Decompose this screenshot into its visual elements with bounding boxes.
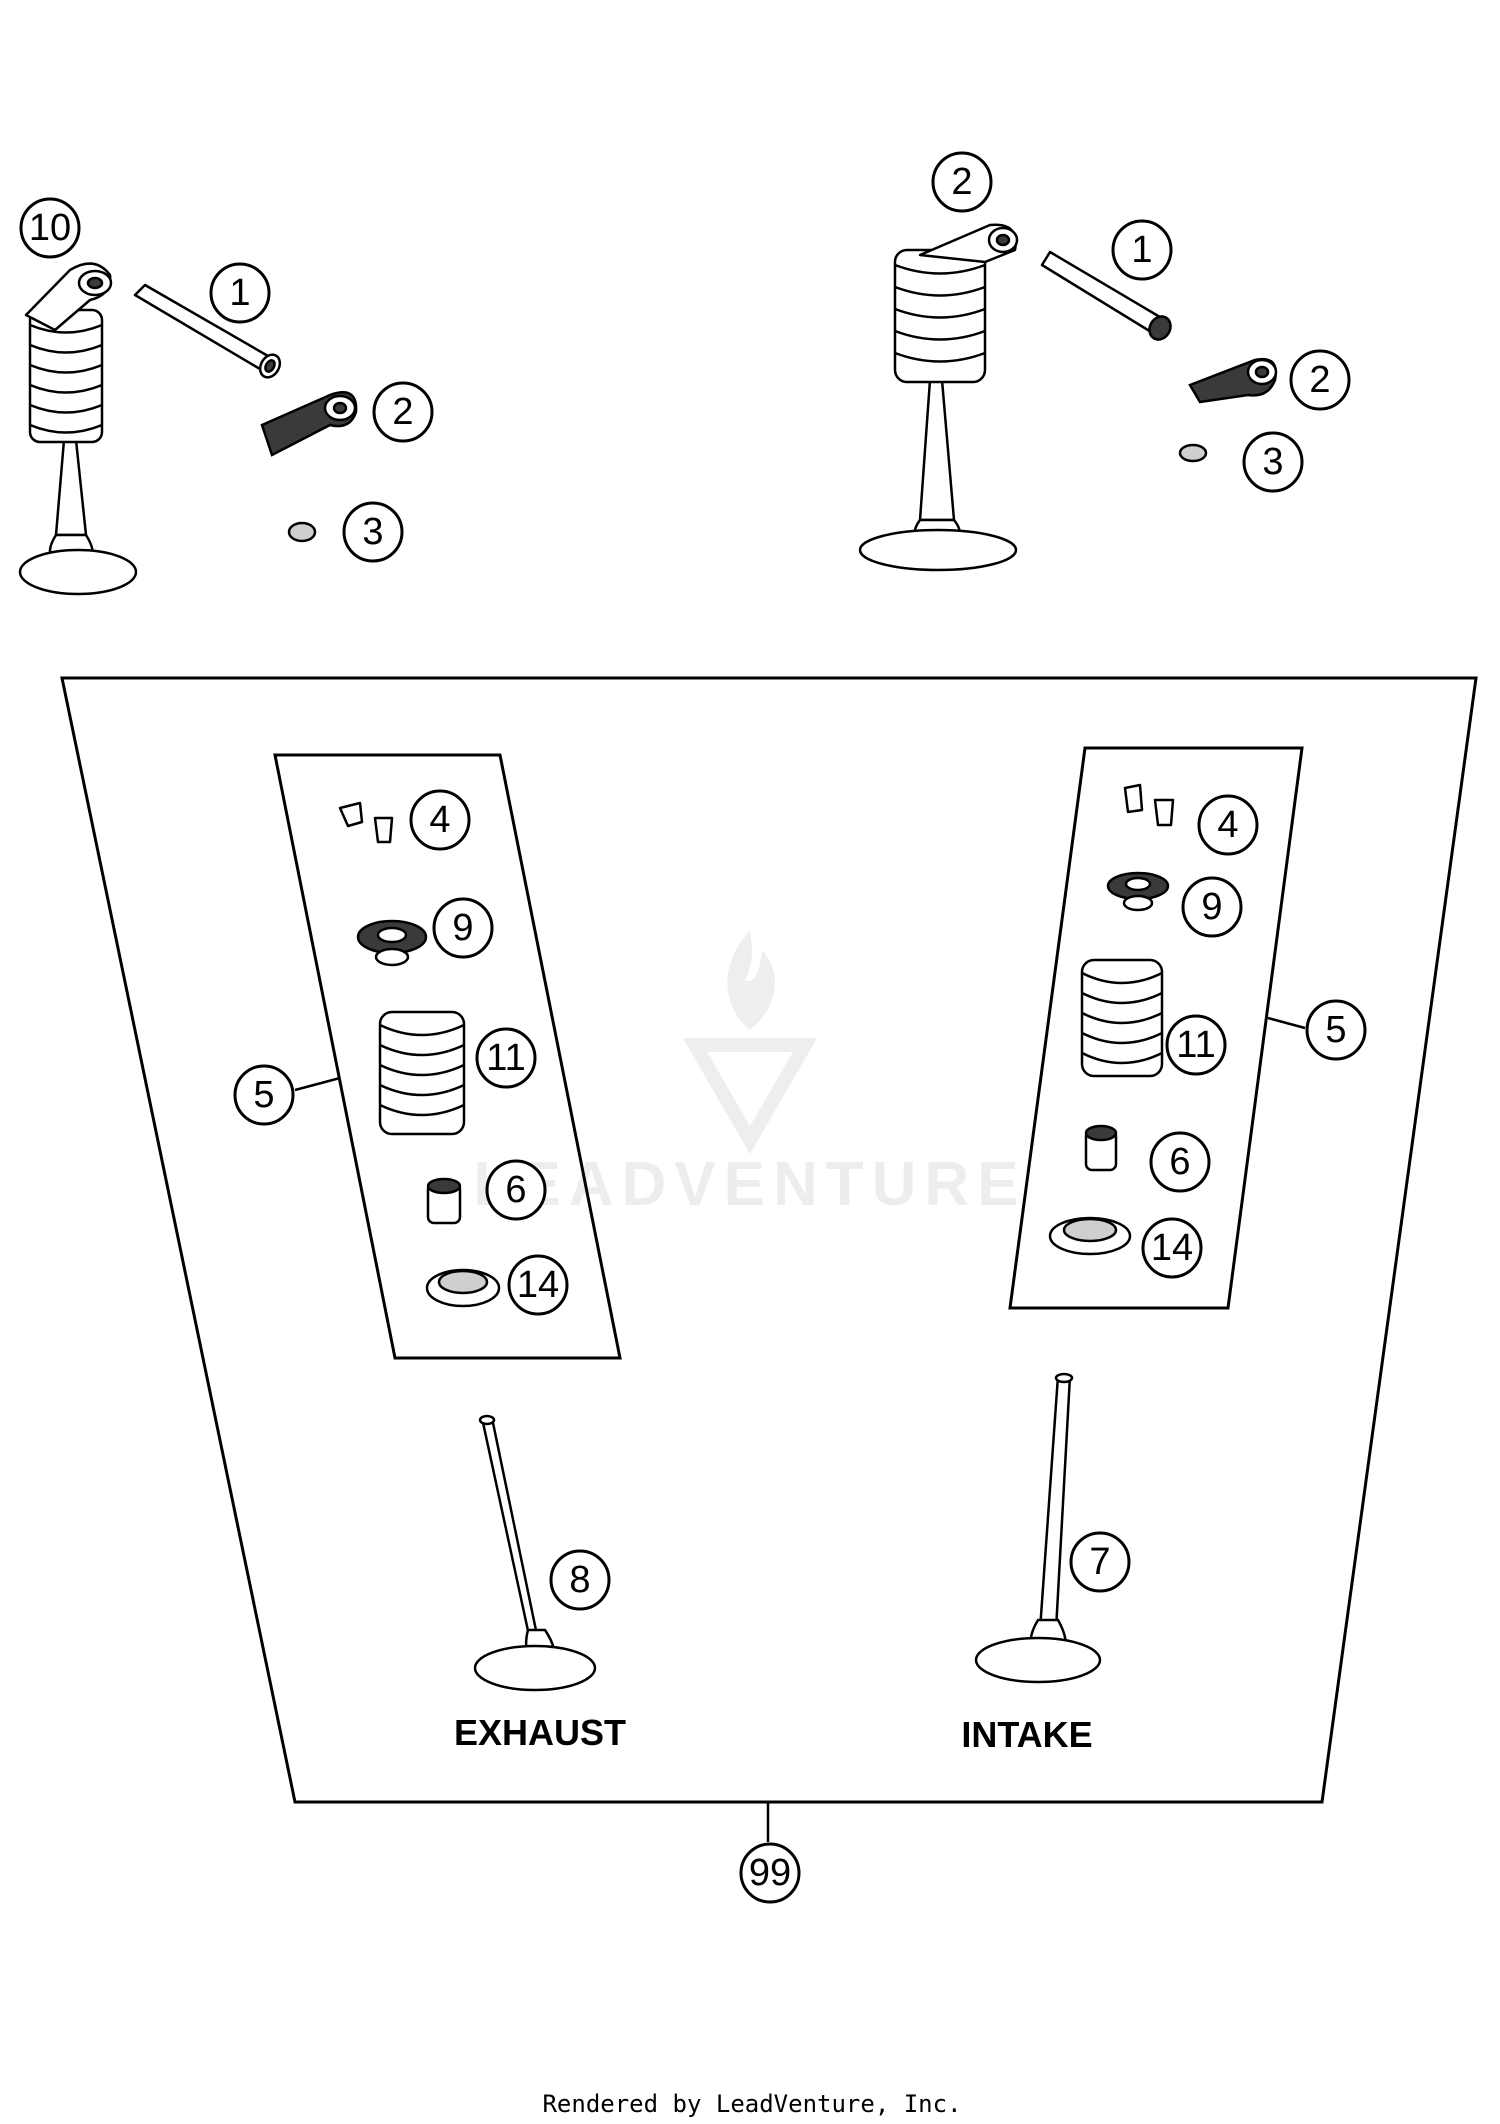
svg-text:9: 9 <box>452 907 473 949</box>
exhaust-label: EXHAUST <box>454 1712 626 1753</box>
footer-credit: Rendered by LeadVenture, Inc. <box>542 2090 961 2118</box>
svg-text:5: 5 <box>253 1074 274 1116</box>
exhaust-valve <box>473 1414 597 1692</box>
svg-text:6: 6 <box>1169 1141 1190 1183</box>
callout-tl-3: 3 <box>342 501 404 563</box>
svg-text:2: 2 <box>951 161 972 203</box>
callout-tr-2a: 2 <box>931 151 993 213</box>
exhaust-rocker-assembly <box>18 262 358 596</box>
kit-99-outline <box>60 676 1478 1804</box>
callout-kit-99: 99 <box>739 1842 801 1904</box>
leadventure-watermark: LEADVENTURE <box>473 930 1026 1219</box>
callout-r-5: 5 <box>1305 999 1367 1061</box>
callout-r-6: 6 <box>1149 1131 1211 1193</box>
callout-tl-2: 2 <box>372 381 434 443</box>
intake-label: INTAKE <box>961 1714 1092 1755</box>
svg-text:4: 4 <box>429 799 450 841</box>
callout-tr-1: 1 <box>1111 219 1173 281</box>
callout-l-4: 4 <box>409 789 471 851</box>
callout-l-14: 14 <box>507 1254 569 1316</box>
svg-text:11: 11 <box>486 1037 525 1079</box>
svg-text:1: 1 <box>1131 229 1152 271</box>
callout-l-6: 6 <box>485 1159 547 1221</box>
callout-v-8: 8 <box>549 1549 611 1611</box>
intake-rocker-assembly <box>858 223 1278 572</box>
intake-valve <box>974 1372 1102 1684</box>
svg-text:10: 10 <box>29 207 71 249</box>
svg-text:4: 4 <box>1217 804 1238 846</box>
callout-r-11: 11 <box>1165 1014 1227 1076</box>
svg-text:1: 1 <box>229 272 250 314</box>
svg-text:3: 3 <box>1262 441 1283 483</box>
callout-r-9: 9 <box>1181 876 1243 938</box>
svg-text:6: 6 <box>505 1169 526 1211</box>
callout-l-11: 11 <box>475 1027 537 1089</box>
svg-text:5: 5 <box>1325 1009 1346 1051</box>
svg-text:8: 8 <box>569 1559 590 1601</box>
svg-text:2: 2 <box>1309 359 1330 401</box>
svg-text:9: 9 <box>1201 886 1222 928</box>
intake-spring-kit-outline <box>1008 746 1304 1310</box>
callout-l-5: 5 <box>233 1064 295 1126</box>
svg-text:11: 11 <box>1176 1024 1215 1066</box>
svg-text:14: 14 <box>517 1264 559 1306</box>
callout-tr-2b: 2 <box>1289 349 1351 411</box>
callout-v-7: 7 <box>1069 1531 1131 1593</box>
svg-text:99: 99 <box>749 1852 791 1894</box>
svg-text:3: 3 <box>362 511 383 553</box>
callout-l-9: 9 <box>432 897 494 959</box>
watermark-text: LEADVENTURE <box>473 1150 1026 1219</box>
callout-tr-3: 3 <box>1242 431 1304 493</box>
svg-text:7: 7 <box>1089 1541 1110 1583</box>
callout-r-4: 4 <box>1197 794 1259 856</box>
svg-text:2: 2 <box>392 391 413 433</box>
callout-tl-10: 10 <box>19 197 81 259</box>
exhaust-spring-kit-parts <box>338 801 501 1308</box>
callout-r-14: 14 <box>1141 1217 1203 1279</box>
intake-spring-kit-parts <box>1048 783 1175 1256</box>
exhaust-spring-kit-outline <box>273 753 622 1360</box>
callout-tl-1: 1 <box>209 262 271 324</box>
svg-text:14: 14 <box>1151 1227 1193 1269</box>
